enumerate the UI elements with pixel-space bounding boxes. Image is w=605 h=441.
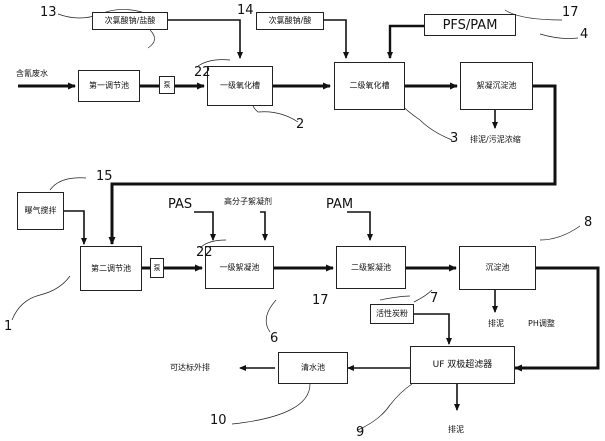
ref-number-3: 3 bbox=[450, 131, 459, 146]
ref-number-15: 15 bbox=[96, 169, 113, 184]
secondary-oxidation-tank: 二级氧化槽 bbox=[334, 62, 405, 110]
ref-number-1: 1 bbox=[4, 319, 13, 334]
ref-number-17a: 17 bbox=[562, 5, 579, 20]
input-wastewater-label: 含氰废水 bbox=[16, 69, 48, 78]
activated-carbon-box: 活性炭粉 bbox=[370, 304, 414, 324]
ph-adjust-label: PH调整 bbox=[528, 319, 555, 328]
reagent-box-pfs-pam: PFS/PAM bbox=[424, 14, 516, 36]
polymer-flocculant-label: 高分子絮凝剂 bbox=[224, 197, 272, 206]
ref-number-13: 13 bbox=[40, 5, 57, 20]
ref-number-6: 6 bbox=[270, 331, 279, 346]
sludge-label-2: 排泥 bbox=[488, 319, 504, 328]
clear-water-pool: 清水池 bbox=[278, 352, 348, 384]
ref-number-17b: 17 bbox=[312, 293, 329, 308]
aeration-mixing: 曝气搅拌 bbox=[17, 192, 64, 230]
sludge-label-3: 排泥 bbox=[448, 425, 464, 434]
reagent-box-naclo-acid: 次氯酸钠/酸 bbox=[256, 12, 324, 30]
primary-oxidation-tank: 一级氧化槽 bbox=[207, 66, 273, 106]
pump-2: 泵 bbox=[150, 258, 164, 278]
secondary-coagulation-tank: 二级絮凝池 bbox=[336, 246, 406, 289]
ref-number-4: 4 bbox=[580, 27, 589, 42]
sludge-concentration-label-1: 排泥/污泥浓缩 bbox=[470, 135, 521, 144]
second-regulating-pool: 第二调节池 bbox=[80, 246, 142, 291]
first-regulating-pool: 第一调节池 bbox=[78, 70, 140, 102]
pas-label: PAS bbox=[168, 197, 193, 212]
pam-label: PAM bbox=[326, 197, 354, 212]
ref-number-8: 8 bbox=[584, 215, 593, 230]
reagent-box-naclo-hcl: 次氯酸钠/盐酸 bbox=[92, 12, 168, 30]
discharge-label: 可达标外排 bbox=[170, 363, 210, 372]
primary-coagulation-tank: 一级絮凝池 bbox=[205, 246, 274, 289]
pump-1: 泵 bbox=[159, 76, 175, 94]
ref-number-9: 9 bbox=[356, 425, 365, 440]
ref-number-7: 7 bbox=[430, 291, 439, 306]
ref-number-2: 2 bbox=[296, 117, 305, 132]
uf-ultrafilter: UF 双极超滤器 bbox=[410, 346, 515, 384]
ref-number-14: 14 bbox=[237, 3, 254, 18]
ref-number-22a: 22 bbox=[194, 65, 211, 80]
ref-number-22b: 22 bbox=[196, 245, 213, 260]
flocculation-sedimentation-tank: 絮凝沉淀池 bbox=[460, 62, 533, 110]
sedimentation-tank: 沉淀池 bbox=[459, 246, 536, 290]
ref-number-10: 10 bbox=[210, 413, 227, 428]
